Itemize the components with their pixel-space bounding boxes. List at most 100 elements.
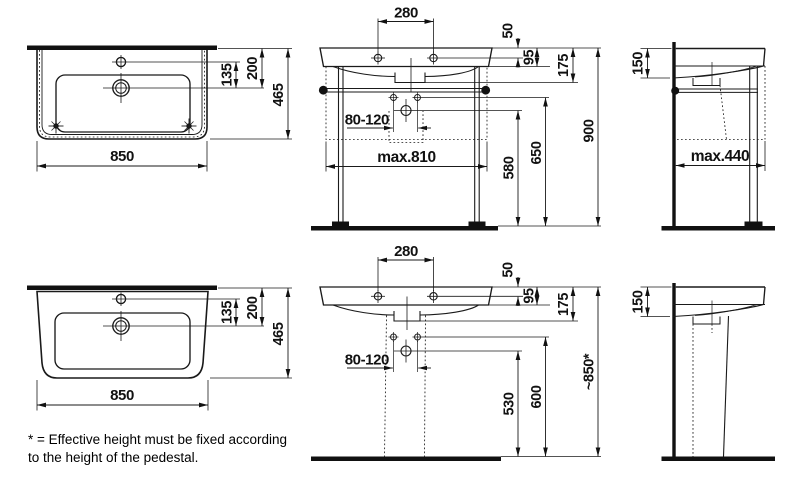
hidden-drain-pipe: [719, 85, 727, 140]
hidden-fixing-hole-icon: [412, 332, 549, 342]
basin-front-edge: [762, 286, 766, 305]
bowl-underside-left: [332, 304, 395, 316]
tap-hole-icon: [427, 290, 523, 303]
footnote-line-1: * = Effective height must be fixed accor…: [28, 432, 287, 447]
view-side-pedestal: 150: [631, 283, 775, 461]
drain-box: [692, 78, 721, 86]
dim-label-width: 850: [110, 387, 134, 404]
bowl-inner-profile: [694, 65, 758, 78]
dimension-drain-height: 580: [502, 110, 521, 226]
dim-label-hole-spacing: 280: [394, 5, 418, 22]
dim-label-outlet-range: 80-120: [345, 352, 389, 369]
dim-label-hole-spacing: 280: [394, 243, 418, 260]
view-top-plan-frame: 850 135 200 465: [27, 45, 292, 172]
dim-label-apron: 95: [522, 50, 538, 66]
basin-front-edge: [762, 48, 766, 67]
dimension-depth: 465: [210, 288, 292, 379]
hidden-body-outline: [325, 66, 488, 140]
towel-rail: [318, 85, 491, 95]
dim-label-top-to-drain: 200: [245, 57, 261, 80]
fixing-bolt-icon: [48, 118, 64, 134]
dim-label-width: 850: [110, 148, 134, 165]
dim-label-drain-height: 530: [502, 392, 518, 415]
dimension-top-to-drain: 200: [218, 48, 292, 88]
waste-outlet-icon: [103, 73, 264, 103]
dim-label-front-height: 175: [556, 293, 572, 316]
basin-bowl-outline: [55, 74, 191, 133]
bowl-underside-right: [424, 66, 479, 78]
dimension-width: 850: [36, 380, 209, 411]
pedestal-left-edge: [384, 315, 387, 457]
dimension-front-height: 175: [556, 287, 576, 321]
drain-box: [394, 72, 426, 84]
dimension-outlet-range: 80-120: [345, 101, 431, 132]
basin-outer-outline: [36, 50, 208, 140]
dimension-overall-height: ~850*: [582, 287, 601, 457]
view-side-frame: max.440 150: [631, 42, 775, 231]
dimension-top-to-holes: 50: [501, 262, 521, 306]
dim-label-holes-height: 600: [529, 385, 545, 408]
pedestal-right-edge: [424, 315, 426, 457]
dimension-hole-spacing: 280: [377, 5, 434, 53]
dim-label-front-height: 175: [556, 54, 572, 77]
footnote: * = Effective height must be fixed accor…: [28, 432, 287, 465]
dim-label-max-width: max.810: [377, 149, 435, 166]
tap-hole-icon: [427, 51, 523, 65]
dim-label-overall-height: ~850*: [582, 353, 598, 390]
basin-bowl-outline: [54, 312, 191, 370]
wall-line: [672, 42, 676, 231]
dimension-holes-height: 600: [529, 337, 548, 457]
basin-rim-inner-line: [41, 50, 203, 135]
dimension-max-width: max.810: [325, 141, 488, 172]
floor-line: [661, 456, 775, 461]
pedestal-front-edge: [722, 315, 730, 457]
dimension-width: 850: [36, 141, 208, 172]
tap-hole-icon: [112, 292, 240, 306]
bowl-underside-right: [419, 304, 479, 316]
tap-hole-icon: [371, 290, 385, 303]
dim-label-front-thickness: 150: [631, 52, 647, 75]
bowl-underside-left: [332, 65, 396, 78]
dimension-drain-height: 530: [502, 351, 521, 457]
dimension-tap-to-drain: 135: [220, 299, 239, 326]
dim-label-front-thickness: 150: [631, 290, 647, 313]
dimension-tap-to-drain: 135: [220, 62, 239, 88]
dimension-apron: 95: [522, 287, 540, 305]
waste-outlet-target-icon: [394, 339, 522, 363]
dim-label-depth: 465: [271, 83, 287, 106]
dim-label-tap-to-drain: 135: [220, 301, 236, 324]
tap-hole-icon: [112, 55, 240, 69]
floor-line: [311, 226, 498, 231]
side-rail: [671, 86, 758, 95]
dimension-top-to-drain: 200: [218, 287, 292, 326]
view-top-plan-pedestal: 850 135 200 465: [27, 285, 292, 411]
waste-outlet-icon: [103, 311, 264, 341]
dimension-depth: 465: [210, 48, 292, 140]
rail-wall-bracket-icon: [671, 86, 680, 95]
view-front-pedestal: 280 80-120: [311, 243, 601, 461]
tap-hole-icon: [371, 51, 385, 65]
dim-label-overall-height: 900: [582, 119, 598, 142]
basin-rim-stipple: [39, 50, 205, 138]
drain-box: [692, 316, 721, 325]
dim-label-holes-height: 650: [529, 141, 545, 164]
hidden-fixing-hole-icon: [388, 92, 399, 103]
dim-label-top-to-drain: 200: [245, 296, 261, 319]
dim-label-tap-to-drain: 135: [220, 63, 236, 86]
dimension-hole-spacing: 280: [377, 243, 434, 291]
dimension-apron: 95: [522, 48, 540, 67]
wall-line: [672, 283, 676, 461]
dimension-front-height: 175: [556, 48, 576, 83]
bowl-inner-profile: [694, 304, 758, 316]
dimension-front-thickness: 150: [631, 286, 672, 317]
wall-line: [27, 45, 217, 50]
dim-label-drain-height: 580: [502, 156, 518, 179]
dimension-top-to-holes: 50: [501, 23, 521, 68]
dimension-overall-height: 900: [582, 48, 601, 226]
dim-label-outlet-range: 80-120: [345, 112, 389, 129]
hidden-fixing-hole-icon: [388, 332, 399, 342]
dim-label-apron: 95: [522, 288, 538, 304]
floor-line: [661, 226, 775, 231]
